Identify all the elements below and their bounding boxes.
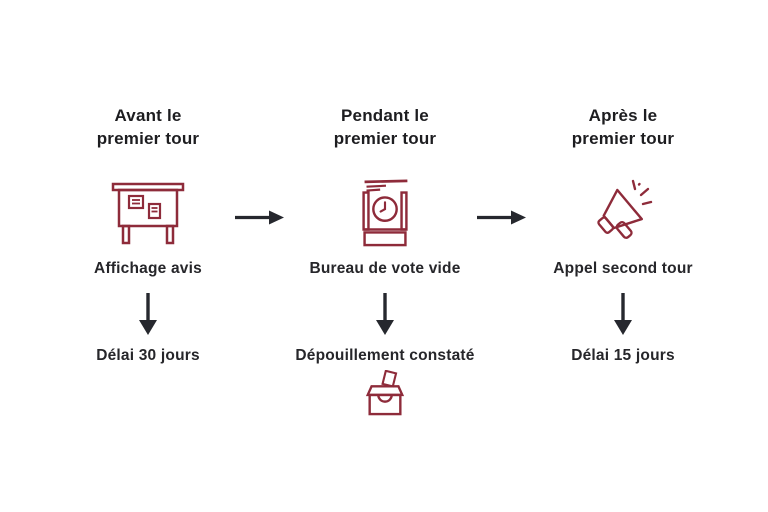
stage-heading-line2: premier tour (96, 129, 200, 148)
step-label: Bureau de vote vide (309, 260, 461, 277)
down-arrow (373, 292, 397, 336)
stage-heading: Pendant le premier tour (334, 104, 437, 150)
stage-after-column: Après le premier tour Appel second tour (498, 104, 748, 365)
result-label: Dépouillement constaté (295, 347, 475, 364)
megaphone-icon (588, 176, 658, 248)
down-arrow (136, 292, 160, 336)
stage-during-column: Pendant le premier tour Bureau de vote v… (260, 104, 510, 421)
step-label: Appel second tour (553, 260, 693, 277)
flow-right-arrow-2 (477, 210, 527, 230)
notice-board-icon (108, 176, 188, 248)
stage-heading: Après le premier tour (572, 104, 675, 150)
stage-heading-line1: Pendant le (341, 106, 429, 125)
ballot-box-icon (358, 369, 412, 421)
stage-before-column: Avant le premier tour Affichage avis (23, 104, 273, 365)
down-arrow (611, 292, 635, 336)
step-label: Affichage avis (94, 260, 202, 277)
stage-heading-line2: premier tour (571, 129, 675, 148)
stage-heading: Avant le premier tour (97, 104, 200, 150)
flow-right-arrow-1 (235, 210, 285, 230)
result-label: Délai 30 jours (96, 347, 200, 364)
result-label: Délai 15 jours (571, 347, 675, 364)
voting-booth-clock-icon (354, 176, 416, 248)
stage-heading-line1: Avant le (114, 106, 182, 125)
stage-heading-line2: premier tour (333, 129, 437, 148)
stage-heading-line1: Après le (588, 106, 658, 125)
